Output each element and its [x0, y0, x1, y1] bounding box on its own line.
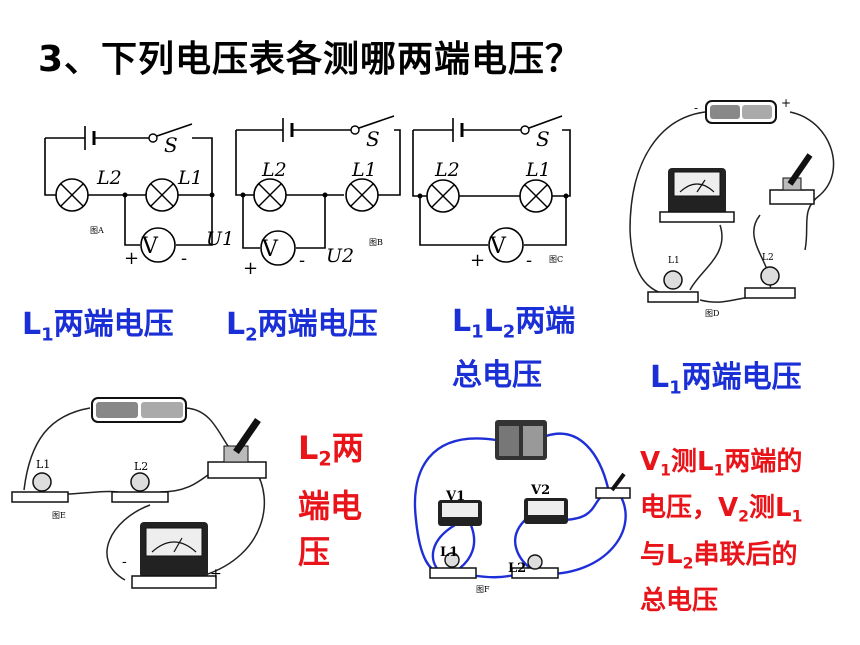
circuit-c-lamp-left: [426, 179, 460, 213]
circuit-f-lamp2: L2: [508, 561, 526, 576]
circuit-e-lamp-left-label: L1: [36, 458, 50, 471]
circuit-d-minus: -: [694, 101, 698, 115]
circuit-b-volt-label: U2: [326, 245, 354, 267]
circuit-a-meter-label: V: [141, 234, 159, 259]
circuit-e: [11, 397, 267, 589]
circuit-c-voltmeter: [488, 227, 524, 263]
circuit-b-voltmeter: [260, 230, 296, 266]
circuit-b-plus: +: [243, 258, 258, 279]
circuit-e-minus: -: [122, 554, 127, 570]
answer-f: V1测L1两端的 电压，V2测L1 与L2串联后的 总电压: [640, 447, 803, 617]
circuit-d-lamp-left-label: L1: [668, 256, 680, 266]
circuit-e-plus: +: [210, 566, 222, 582]
circuit-a-switch-pivot: [148, 133, 158, 143]
circuit-a-minus: -: [181, 248, 187, 269]
circuit-d: [629, 100, 835, 303]
circuit-b-switch-label: S: [366, 127, 380, 151]
answer-a: L1两端电压: [22, 307, 174, 346]
circuit-a-switch-label: S: [164, 133, 178, 157]
circuit-a-plus: +: [124, 248, 139, 269]
circuit-b-lamp-left-label: L2: [261, 159, 287, 181]
circuit-f-meter2: V2: [530, 483, 550, 498]
circuit-b-lamp-right: [345, 178, 379, 212]
circuit-b-lamp-right-label: L1: [351, 159, 377, 181]
circuit-e-lamp-right-label: L2: [134, 460, 148, 473]
circuit-a: [44, 123, 213, 246]
circuit-a-volt-label: U1: [206, 228, 234, 250]
answer-c: L1L2两端 总电压: [452, 304, 576, 394]
circuit-f-lamp1: L1: [440, 545, 458, 560]
circuit-a-voltmeter: [140, 227, 176, 263]
circuit-c-meter-label: V: [489, 234, 507, 259]
circuit-b-minus: -: [299, 250, 305, 271]
circuit-a-lamp-right-label: L1: [177, 167, 203, 189]
circuit-a-lamp-left: [55, 178, 89, 212]
circuit-d-lamp-right-label: L2: [762, 253, 774, 263]
circuit-d-fig: 图D: [705, 309, 719, 318]
circuit-a-lamp-left-label: L2: [96, 167, 122, 189]
circuit-b-meter-label: V: [261, 237, 279, 262]
answer-e: L2两 端电 压: [298, 429, 364, 571]
answer-b: L2两端电压: [226, 307, 378, 346]
circuit-a-fig: 图A: [90, 226, 104, 235]
circuit-c-lamp-right: [519, 179, 553, 213]
answer-d: L1两端电压: [650, 360, 802, 399]
circuit-c-minus: -: [526, 250, 532, 271]
circuit-a-lamp-right: [145, 178, 179, 212]
page-title: 3、下列电压表各测哪两端电压？: [38, 39, 583, 80]
circuit-e-fig: 图E: [52, 511, 66, 520]
circuit-b-lamp-left: [253, 178, 287, 212]
circuit-c-plus: +: [470, 250, 485, 271]
circuit-c-fig: 图C: [549, 255, 563, 264]
circuit-f-fig: 图F: [476, 585, 490, 594]
circuit-c-lamp-left-label: L2: [434, 159, 460, 181]
circuit-b-fig: 图B: [369, 238, 383, 247]
circuit-c-switch-label: S: [536, 127, 550, 151]
circuit-f-meter1: V1: [445, 489, 465, 504]
circuit-f: [413, 420, 631, 579]
circuit-c-lamp-right-label: L1: [525, 159, 551, 181]
circuit-b: [235, 115, 401, 249]
circuit-d-plus: +: [781, 96, 791, 110]
